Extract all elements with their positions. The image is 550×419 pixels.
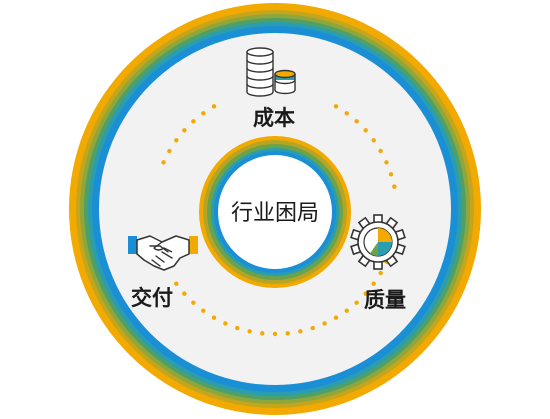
orbit-dot: [211, 104, 217, 109]
orbit-dot: [384, 160, 389, 165]
orbit-dot: [378, 270, 383, 276]
orbit-dot: [211, 315, 217, 320]
orbit-dot: [344, 308, 349, 313]
orbit-dot: [298, 329, 303, 334]
orbit-dot: [378, 148, 383, 154]
gear-chart-icon: [350, 214, 406, 270]
orbit-dot: [388, 172, 394, 177]
orbit-dot: [167, 148, 172, 154]
orbit-dot: [272, 331, 278, 337]
orbit-dot: [392, 184, 397, 189]
orbit-dot: [161, 160, 166, 165]
node-label-cost: 成本: [253, 106, 295, 130]
orbit-dot: [247, 329, 252, 334]
orbit-dot: [371, 138, 376, 143]
orbit-dot: [363, 128, 368, 133]
orbit-dot: [344, 111, 349, 116]
orbit-dot: [191, 300, 196, 305]
node-label-quality: 质量: [364, 288, 406, 312]
coin-stack-icon: [246, 47, 296, 97]
orbit-dot: [322, 321, 327, 326]
orbit-dot: [174, 281, 179, 286]
orbit-dot: [354, 119, 359, 124]
orbit-dot: [201, 111, 206, 116]
orbit-dot: [333, 315, 339, 320]
inner-ring: [199, 136, 351, 288]
orbit-dot: [333, 104, 339, 109]
orbit-dot: [174, 138, 179, 143]
orbit-dot: [285, 331, 290, 336]
dotted-orbit: [161, 104, 397, 337]
orbit-dot: [354, 300, 359, 305]
orbit-dot: [182, 128, 187, 133]
node-label-delivery: 交付: [131, 286, 173, 310]
orbit-dot: [363, 291, 368, 296]
orbit-dot: [310, 325, 315, 331]
orbit-dot: [260, 331, 265, 336]
orbit-dot: [191, 119, 196, 124]
orbit-dot: [201, 308, 206, 313]
orbit-dot: [182, 291, 187, 296]
orbit-dot: [223, 321, 228, 326]
center-label: 行业困局: [230, 201, 320, 226]
handshake-icon: [128, 235, 198, 271]
orbit-dot: [235, 325, 240, 331]
orbit-dot: [371, 281, 376, 286]
